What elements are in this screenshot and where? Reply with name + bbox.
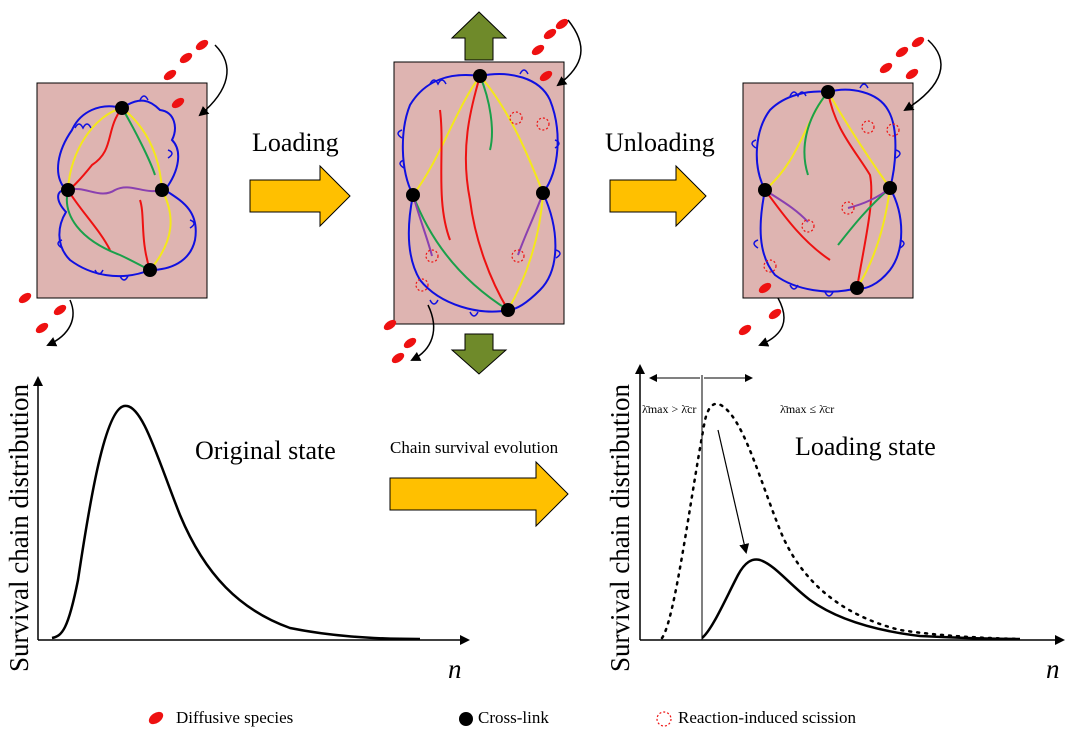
green-chain (803, 91, 891, 246)
scission-mark (415, 278, 429, 292)
left-x-axis-label: n (448, 654, 462, 684)
evolution-label: Chain survival evolution (390, 438, 559, 457)
diffusion-arrow-in (556, 19, 582, 87)
shift-arrow (717, 429, 750, 554)
scission-mark (861, 120, 875, 134)
loading-arrow (249, 164, 351, 228)
distribution-curve-original (51, 404, 421, 641)
distribution-curve-after (701, 558, 1021, 641)
crosslink-dot (821, 85, 835, 99)
original-state-label: Original state (195, 436, 336, 465)
crosslink-dot (473, 69, 487, 83)
crosslink-dot (501, 303, 515, 317)
diffusion-arrow-out (410, 304, 435, 361)
crosslink-dot (61, 183, 75, 197)
legend-crosslink-marker (459, 712, 473, 726)
crosslink-dot (143, 263, 157, 277)
crosslink-dot (883, 181, 897, 195)
green-chain (65, 107, 156, 271)
unloading-label: Unloading (605, 128, 715, 157)
legend-diffusive-marker (148, 711, 164, 725)
green-chain (412, 75, 509, 311)
stretch-arrow-up (450, 11, 508, 61)
crosslink-dot (758, 183, 772, 197)
diffusion-arrow-out (758, 297, 785, 347)
scission-mark (536, 117, 550, 131)
scission-mark (511, 249, 525, 263)
scission-mark (841, 201, 855, 215)
loading-state-label: Loading state (795, 432, 936, 461)
scission-mark (886, 123, 900, 137)
red-chain (764, 91, 873, 289)
scission-mark (425, 249, 439, 263)
condition-left-label: λ̄max > λ̄cr (642, 402, 697, 416)
panel-original-network (16, 37, 228, 347)
red-chain (439, 75, 509, 311)
crosslink-dot (850, 281, 864, 295)
crosslink-dot (155, 183, 169, 197)
stretch-arrow-down (450, 333, 508, 375)
scission-mark (509, 111, 523, 125)
panel-unloaded-network (736, 34, 942, 347)
yellow-chain (412, 75, 544, 311)
plot-original-state (33, 376, 470, 645)
loading-label: Loading (252, 128, 339, 157)
right-y-axis-label: Survival chain distribution (605, 384, 635, 672)
legend-scission-marker (656, 711, 672, 727)
scission-mark (801, 219, 815, 233)
legend-diffusive-label: Diffusive species (176, 708, 294, 727)
panel-loaded-network (381, 11, 582, 375)
diffusion-arrow-in (198, 44, 228, 117)
left-y-axis-label: Survival chain distribution (4, 384, 34, 672)
diffusion-arrow-out (46, 299, 74, 347)
legend-scission-label: Reaction-induced scission (678, 708, 856, 727)
right-x-axis-label: n (1046, 654, 1060, 684)
crosslink-dot (406, 188, 420, 202)
evolution-arrow (389, 460, 569, 528)
crosslink-dot (536, 186, 550, 200)
plot-loading-state (635, 364, 1065, 645)
legend (148, 711, 672, 727)
diffusion-arrow-in (903, 39, 942, 112)
yellow-chain (67, 107, 172, 271)
unloading-arrow (609, 164, 707, 228)
legend-crosslink-label: Cross-link (478, 708, 549, 727)
scission-mark (763, 259, 777, 273)
purple-chain (67, 186, 163, 195)
crosslink-dot (115, 101, 129, 115)
network-box-loaded (393, 61, 565, 325)
condition-right-label: λ̄max ≤ λ̄cr (780, 402, 835, 416)
